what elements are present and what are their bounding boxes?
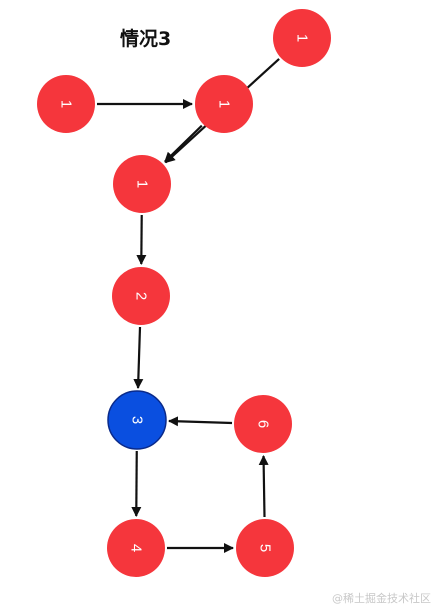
node-label: 1 xyxy=(216,100,233,108)
edge-n6-to-n8 xyxy=(131,450,142,518)
node-circle xyxy=(112,267,170,325)
node-label: 6 xyxy=(255,420,272,428)
node-circle xyxy=(195,75,253,133)
node-n2[interactable]: 1 xyxy=(195,75,253,133)
node-label: 1 xyxy=(294,34,311,42)
edge-n7-to-n6 xyxy=(167,416,233,427)
node-n3[interactable]: 1 xyxy=(273,9,331,67)
node-n7[interactable]: 6 xyxy=(234,395,292,453)
node-circle xyxy=(113,155,171,213)
node-label: 5 xyxy=(257,544,274,552)
node-n5[interactable]: 2 xyxy=(112,267,170,325)
diagram-title: 情况3 xyxy=(120,28,172,50)
node-n9[interactable]: 5 xyxy=(236,519,294,577)
edge-n5-to-n6 xyxy=(133,326,144,390)
node-circle xyxy=(236,519,294,577)
node-n4[interactable]: 1 xyxy=(113,155,171,213)
node-circle xyxy=(37,75,95,133)
node-label: 4 xyxy=(128,544,145,552)
node-label: 2 xyxy=(133,292,150,300)
node-n8[interactable]: 4 xyxy=(107,519,165,577)
node-n6[interactable]: 3 xyxy=(107,390,167,450)
watermark: @稀土掘金技术社区 xyxy=(332,592,431,605)
node-label: 1 xyxy=(58,100,75,108)
edge-n2-to-n4 xyxy=(164,124,203,163)
node-label: 1 xyxy=(134,180,151,188)
node-circle xyxy=(234,395,292,453)
node-circle xyxy=(273,9,331,67)
edge-n9-to-n7 xyxy=(258,454,269,518)
nodes-layer: 1 1 1 1 2 3 6 4 5 xyxy=(37,9,331,577)
node-n1[interactable]: 1 xyxy=(37,75,95,133)
node-label: 3 xyxy=(129,416,146,424)
node-circle xyxy=(107,519,165,577)
node-circle xyxy=(107,390,167,450)
